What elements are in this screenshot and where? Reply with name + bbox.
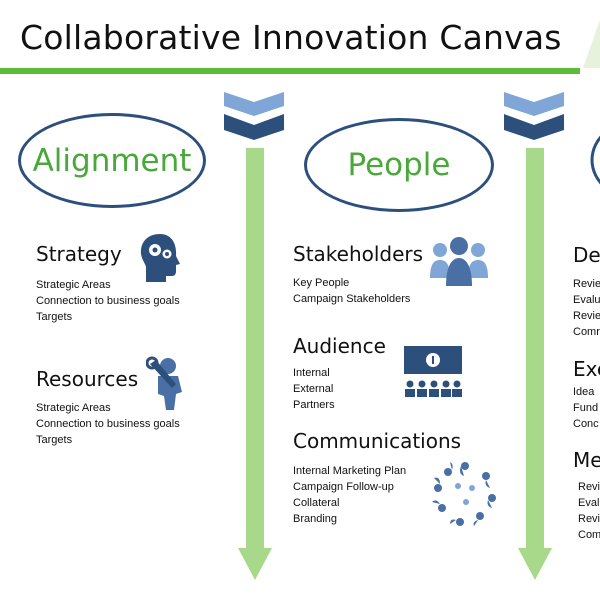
list-item: Targets	[36, 434, 73, 446]
list-item: Evalu	[573, 294, 600, 306]
list-item: Comr	[573, 326, 600, 338]
chevron-arrow-1	[224, 92, 284, 140]
list-item: Connection to business goals	[36, 295, 180, 307]
list-item: Campaign Follow-up	[293, 481, 394, 493]
section-items-col3-2: Idea Fund Conc	[573, 384, 599, 432]
oval-3-partial	[590, 135, 600, 185]
list-item: Collateral	[293, 497, 340, 509]
list-item: Connection to business goals	[36, 418, 180, 430]
title-underline	[0, 68, 580, 74]
head-gears-icon	[140, 234, 180, 282]
section-items-communications: Internal Marketing Plan Campaign Follow-…	[293, 463, 406, 527]
section-title-communications: Communications	[293, 429, 462, 453]
down-arrow-1	[238, 148, 272, 580]
section-title-col3-3: Me	[573, 448, 600, 472]
header-alignment: Alignment	[32, 142, 192, 179]
section-title-stakeholders: Stakeholders	[293, 242, 424, 266]
section-title-col3-1: De	[573, 243, 600, 267]
list-item: Partners	[293, 399, 335, 411]
chevron-arrow-2	[504, 92, 564, 140]
list-item: Revie	[573, 310, 600, 322]
list-item: Revi	[578, 513, 600, 525]
section-title-audience: Audience	[293, 334, 386, 358]
list-item: Strategic Areas	[36, 402, 111, 414]
section-title-col3-2: Exe	[573, 357, 600, 381]
list-item: Key People	[293, 277, 350, 289]
section-title-strategy: Strategy	[36, 242, 122, 266]
page-title: Collaborative Innovation Canvas	[20, 18, 562, 57]
header-oval-alignment: Alignment	[18, 113, 206, 208]
section-items-col3-1: Revie Evalu Revie Comr	[573, 276, 600, 340]
list-item: Com	[578, 529, 600, 541]
header-oval-people: People	[304, 118, 494, 212]
presentation-audience-icon	[404, 346, 462, 397]
list-item: Fund	[573, 402, 599, 414]
list-item: Revie	[573, 278, 600, 290]
section-items-col3-3: Revi Eval Revi Com	[578, 479, 600, 543]
speech-quotes-circle-icon	[432, 462, 496, 526]
list-item: Targets	[36, 311, 73, 323]
list-item: Conc	[573, 418, 599, 430]
section-items-stakeholders: Key People Campaign Stakeholders	[293, 275, 410, 307]
list-item: Internal Marketing Plan	[293, 465, 407, 477]
section-items-resources: Strategic Areas Connection to business g…	[36, 400, 180, 448]
list-item: Revi	[578, 481, 600, 493]
section-items-strategy: Strategic Areas Connection to business g…	[36, 277, 180, 325]
list-item: Internal	[293, 367, 330, 379]
list-item: Campaign Stakeholders	[293, 293, 411, 305]
list-item: Branding	[293, 513, 338, 525]
list-item: External	[293, 383, 334, 395]
list-item: Strategic Areas	[36, 279, 111, 291]
group-icon	[430, 237, 488, 286]
list-item: Idea	[573, 386, 595, 398]
header-people: People	[347, 147, 451, 183]
section-items-audience: Internal External Partners	[293, 365, 335, 413]
section-title-resources: Resources	[36, 367, 139, 391]
corner-accent	[583, 20, 600, 68]
list-item: Eval	[578, 497, 600, 509]
person-wrench-icon	[146, 356, 182, 410]
down-arrow-2	[518, 148, 552, 580]
